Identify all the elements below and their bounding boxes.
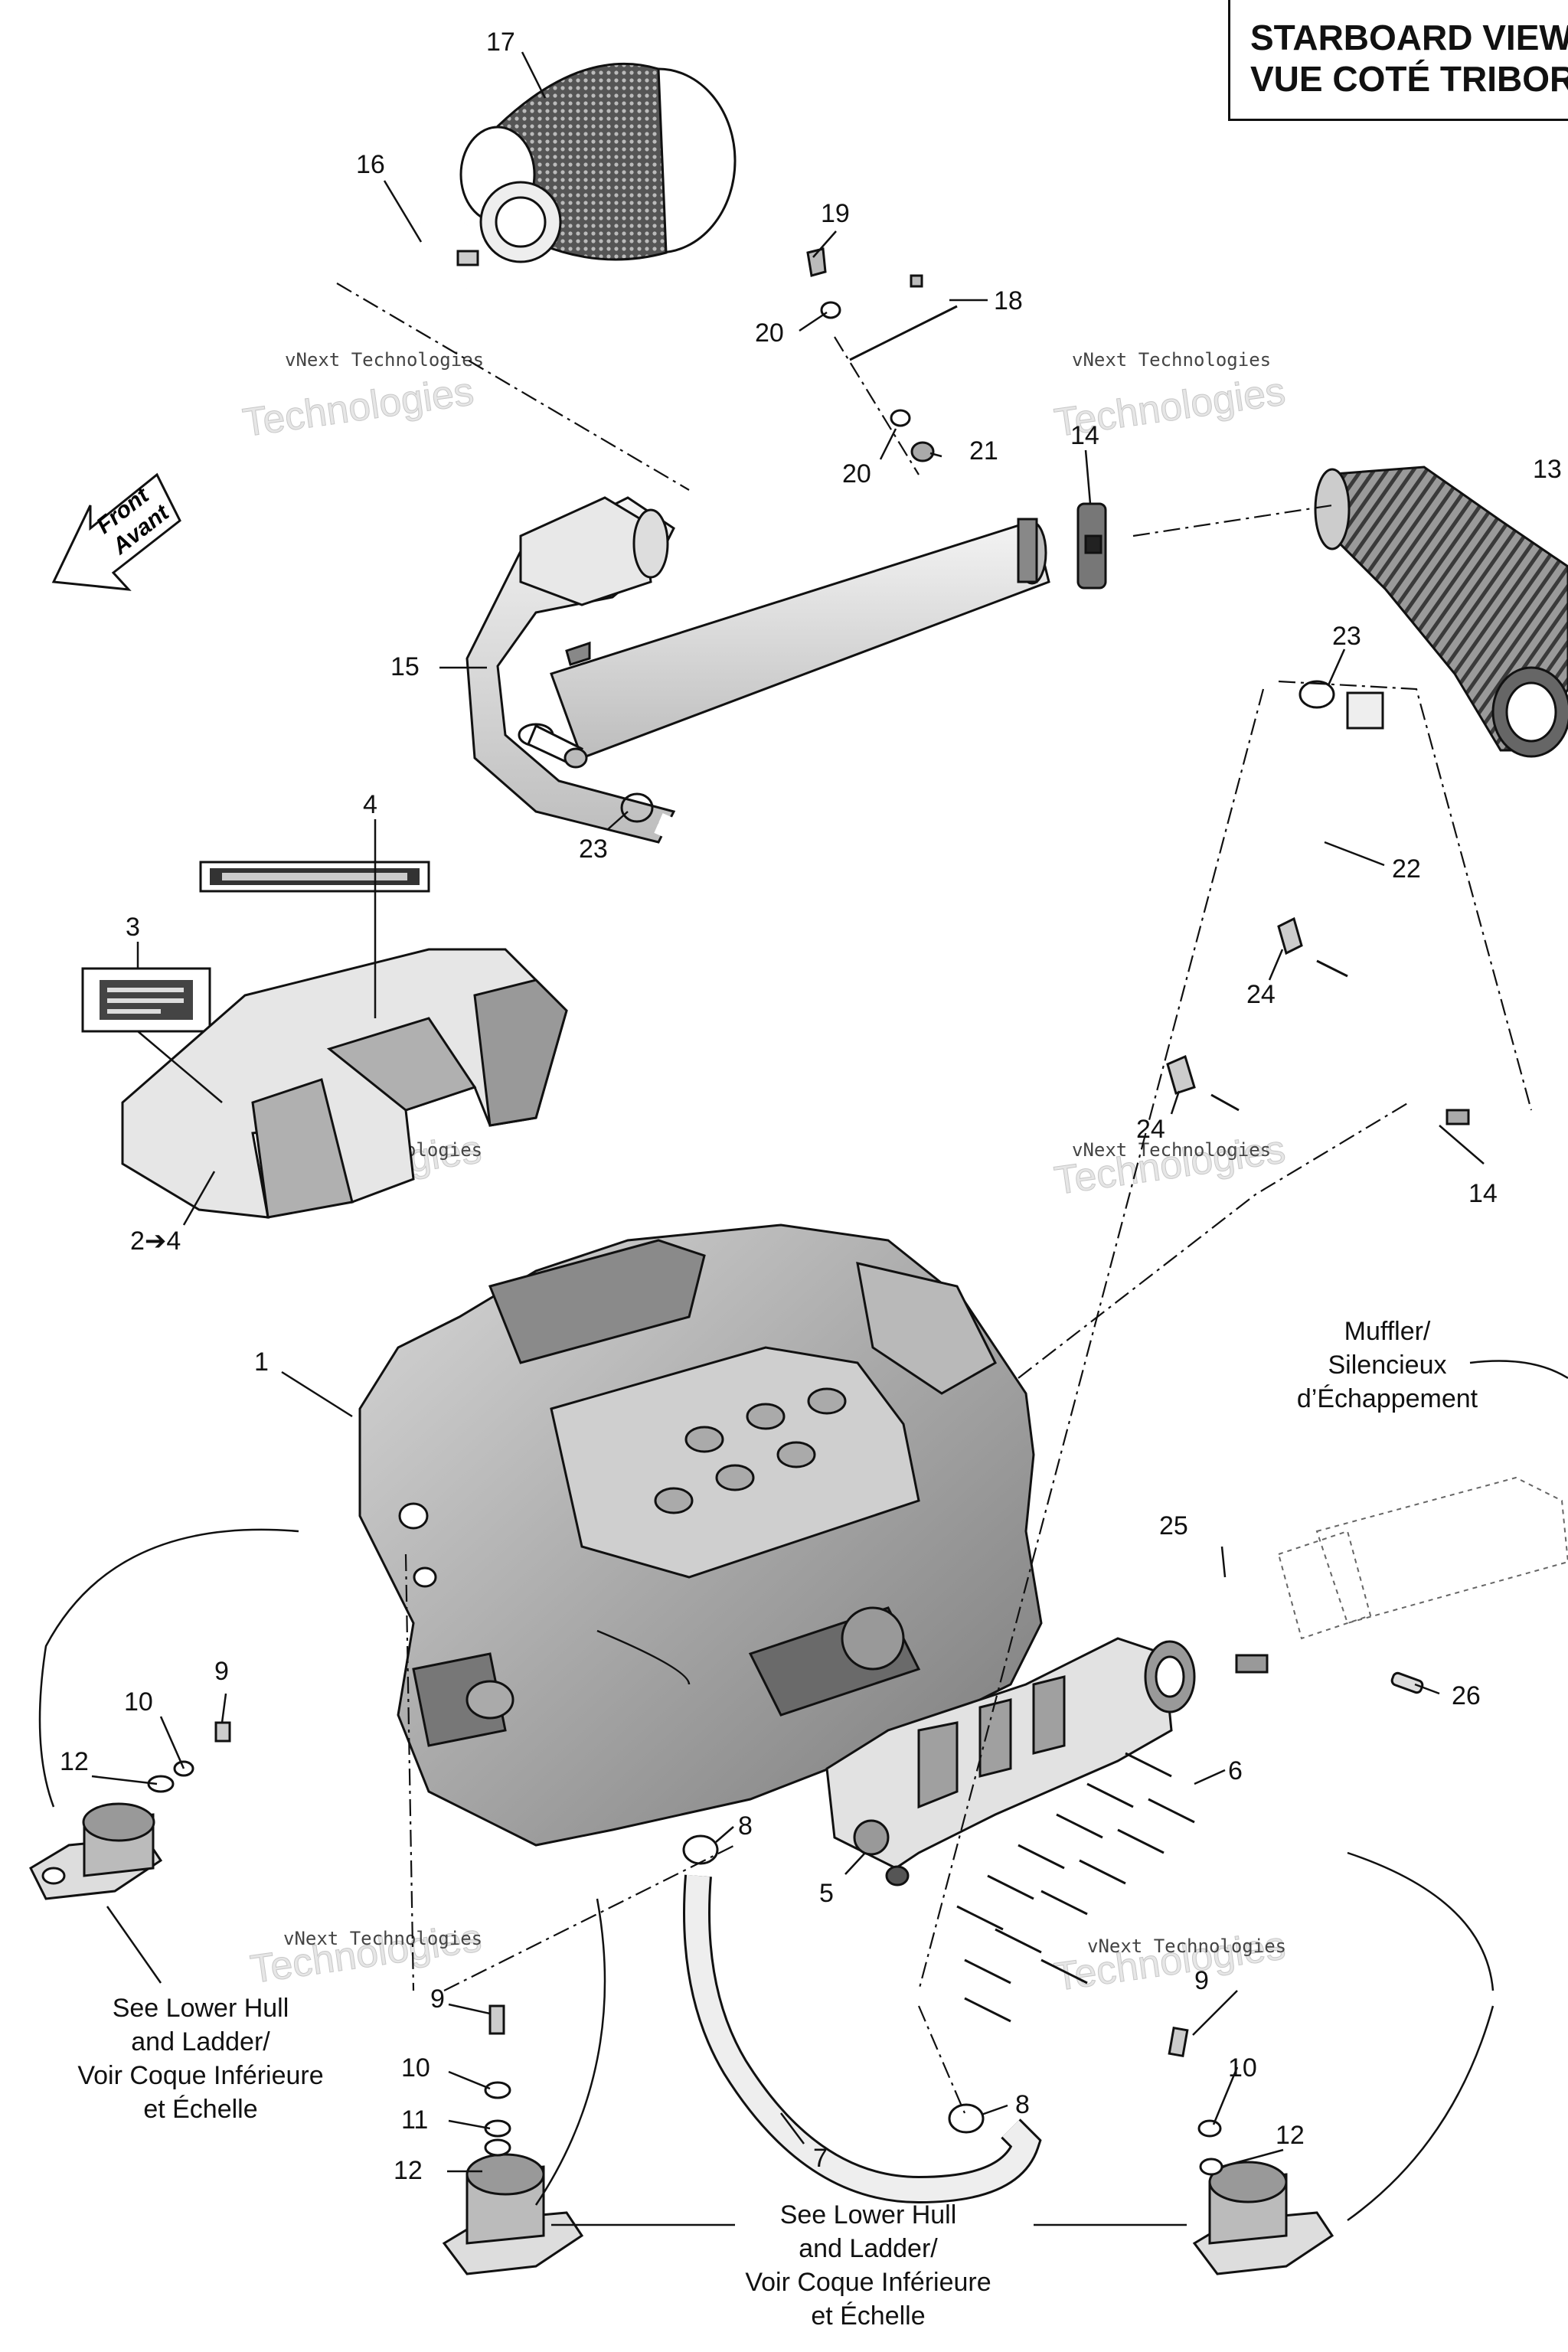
callout-1: 1 [254,1348,269,1377]
callout-3: 3 [126,913,140,942]
motor-mount-left [29,1721,231,1900]
callout-9-left: 9 [214,1657,229,1686]
reference-arrows [38,1360,1568,2226]
note-line: and Ladder/ [799,2234,938,2263]
clamp-part-23-lower [620,792,654,823]
view-title-french: VUE COTÉ TRIBORD [1250,59,1568,99]
callout-10-left: 10 [124,1687,153,1717]
note-line: d’Échappement [1297,1384,1478,1413]
callout-25: 25 [1159,1511,1188,1540]
air-filter-part-17 [459,62,737,263]
note-line: Voir Coque Inférieure [77,2061,323,2090]
decal-part-3 [81,967,211,1033]
callout-9-right: 9 [1194,1966,1209,1995]
exhaust-manifold-part-5 [825,1637,1196,1886]
note-line: and Ladder/ [131,2027,270,2056]
callout-13: 13 [1533,455,1562,484]
note-line: Silencieux [1328,1351,1447,1380]
motor-mount-right [1168,2026,1334,2275]
note-line: See Lower Hull [113,1994,289,2023]
note-line: Muffler/ [1344,1317,1431,1346]
clamp-part-16 [404,215,481,298]
bolts-part-6 [956,1752,1195,2023]
watermark-top-left: Technologies vNext Technologies [240,349,484,446]
watermark-low-right: Technologies vNext Technologies [1051,1923,1289,2001]
view-title-english: STARBOARD VIEW [1250,18,1568,57]
watermark-small-text: vNext Technologies [285,349,484,371]
callout-20-upper: 20 [755,318,784,348]
note-lower-center: See Lower Hull and Ladder/ Voir Coque In… [745,2200,991,2331]
callout-23-lower: 23 [579,835,608,864]
bracket-part-24-upper [1277,916,1348,978]
callout-23-upper: 23 [1332,622,1361,651]
callout-24-lower: 24 [1136,1115,1165,1144]
callout-14-lower: 14 [1468,1179,1498,1208]
callout-9-center: 9 [430,1984,445,2014]
intake-tube-part-15 [466,496,1050,844]
watermark-large-text: Technologies [240,369,477,446]
callout-8-upper: 8 [738,1811,753,1841]
note-line: Voir Coque Inférieure [745,2268,991,2297]
pin-part-26 [1390,1671,1424,1694]
callout-7: 7 [813,2144,828,2173]
callout-16: 16 [356,150,385,179]
bracket-part-24-lower [1166,1054,1240,1112]
watermark-low-left: Technologies vNext Technologies [247,1916,485,1993]
callout-22: 22 [1392,854,1421,884]
callout-6: 6 [1228,1756,1243,1785]
clamp-part-25 [1190,1574,1269,1674]
clamp-part-14-lower [1390,1057,1470,1125]
callout-15: 15 [390,652,420,681]
note-line: See Lower Hull [780,2200,957,2230]
callout-24-upper: 24 [1246,980,1276,1009]
watermark-small-text: vNext Technologies [1087,1936,1286,1957]
clamp-part-23-upper [1298,680,1335,709]
callout-26: 26 [1452,1681,1481,1710]
note-line: et Échelle [811,2301,925,2331]
decal-part-4 [199,861,430,893]
callout-8-lower: 8 [1015,2090,1030,2119]
callout-14-upper: 14 [1070,421,1099,450]
view-title-box: STARBOARD VIEW VUE COTÉ TRIBORD [1228,0,1568,121]
engine-cover-part-2 [121,948,568,1219]
callout-2-to-4: 2➔4 [130,1227,181,1256]
callout-10-right: 10 [1228,2053,1257,2082]
callout-21: 21 [969,436,998,466]
vent-hose-part-22 [654,691,1423,1017]
note-lower-left: See Lower Hull and Ladder/ Voir Coque In… [77,1994,323,2124]
callout-11: 11 [401,2105,428,2135]
watermark-mid-right: Technologies vNext Technologies [1051,1127,1289,1204]
callout-12-left: 12 [60,1747,89,1776]
note-muffler: Muffler/ Silencieux d’Échappement [1297,1317,1478,1413]
watermark-small-text: vNext Technologies [1072,1139,1271,1161]
water-hose-part-7 [683,1874,1042,2204]
callout-18: 18 [994,286,1023,315]
clamp-part-8-lower [948,2103,985,2134]
callout-17: 17 [486,28,515,57]
callout-12-center: 12 [394,2156,423,2185]
muffler-outline [1277,1476,1568,1640]
callout-10-center: 10 [401,2053,430,2082]
callout-leaders [91,51,1485,2173]
note-line: et Échelle [143,2095,257,2124]
clamp-part-8-upper [682,1834,719,1865]
watermark-small-text: vNext Technologies [283,1928,482,1949]
assembly-guide-lines [336,283,1533,2114]
bellows-hose-part-13 [1314,466,1568,758]
front-direction-arrow: Front Avant [51,472,181,591]
callout-4: 4 [363,790,377,819]
hardware-parts-18-21 [806,247,958,462]
motor-mount-center [442,2004,584,2275]
callout-labels: 17 16 19 18 20 20 21 14 13 15 23 22 23 4… [60,28,1562,2185]
clamp-part-14-upper [1076,502,1107,590]
callout-20-lower: 20 [842,459,871,488]
watermark-small-text: vNext Technologies [1072,349,1271,371]
callout-5: 5 [819,1879,834,1908]
engine-part-1 [358,1223,1043,1847]
callout-19: 19 [821,199,850,228]
callout-12-right: 12 [1276,2121,1305,2150]
